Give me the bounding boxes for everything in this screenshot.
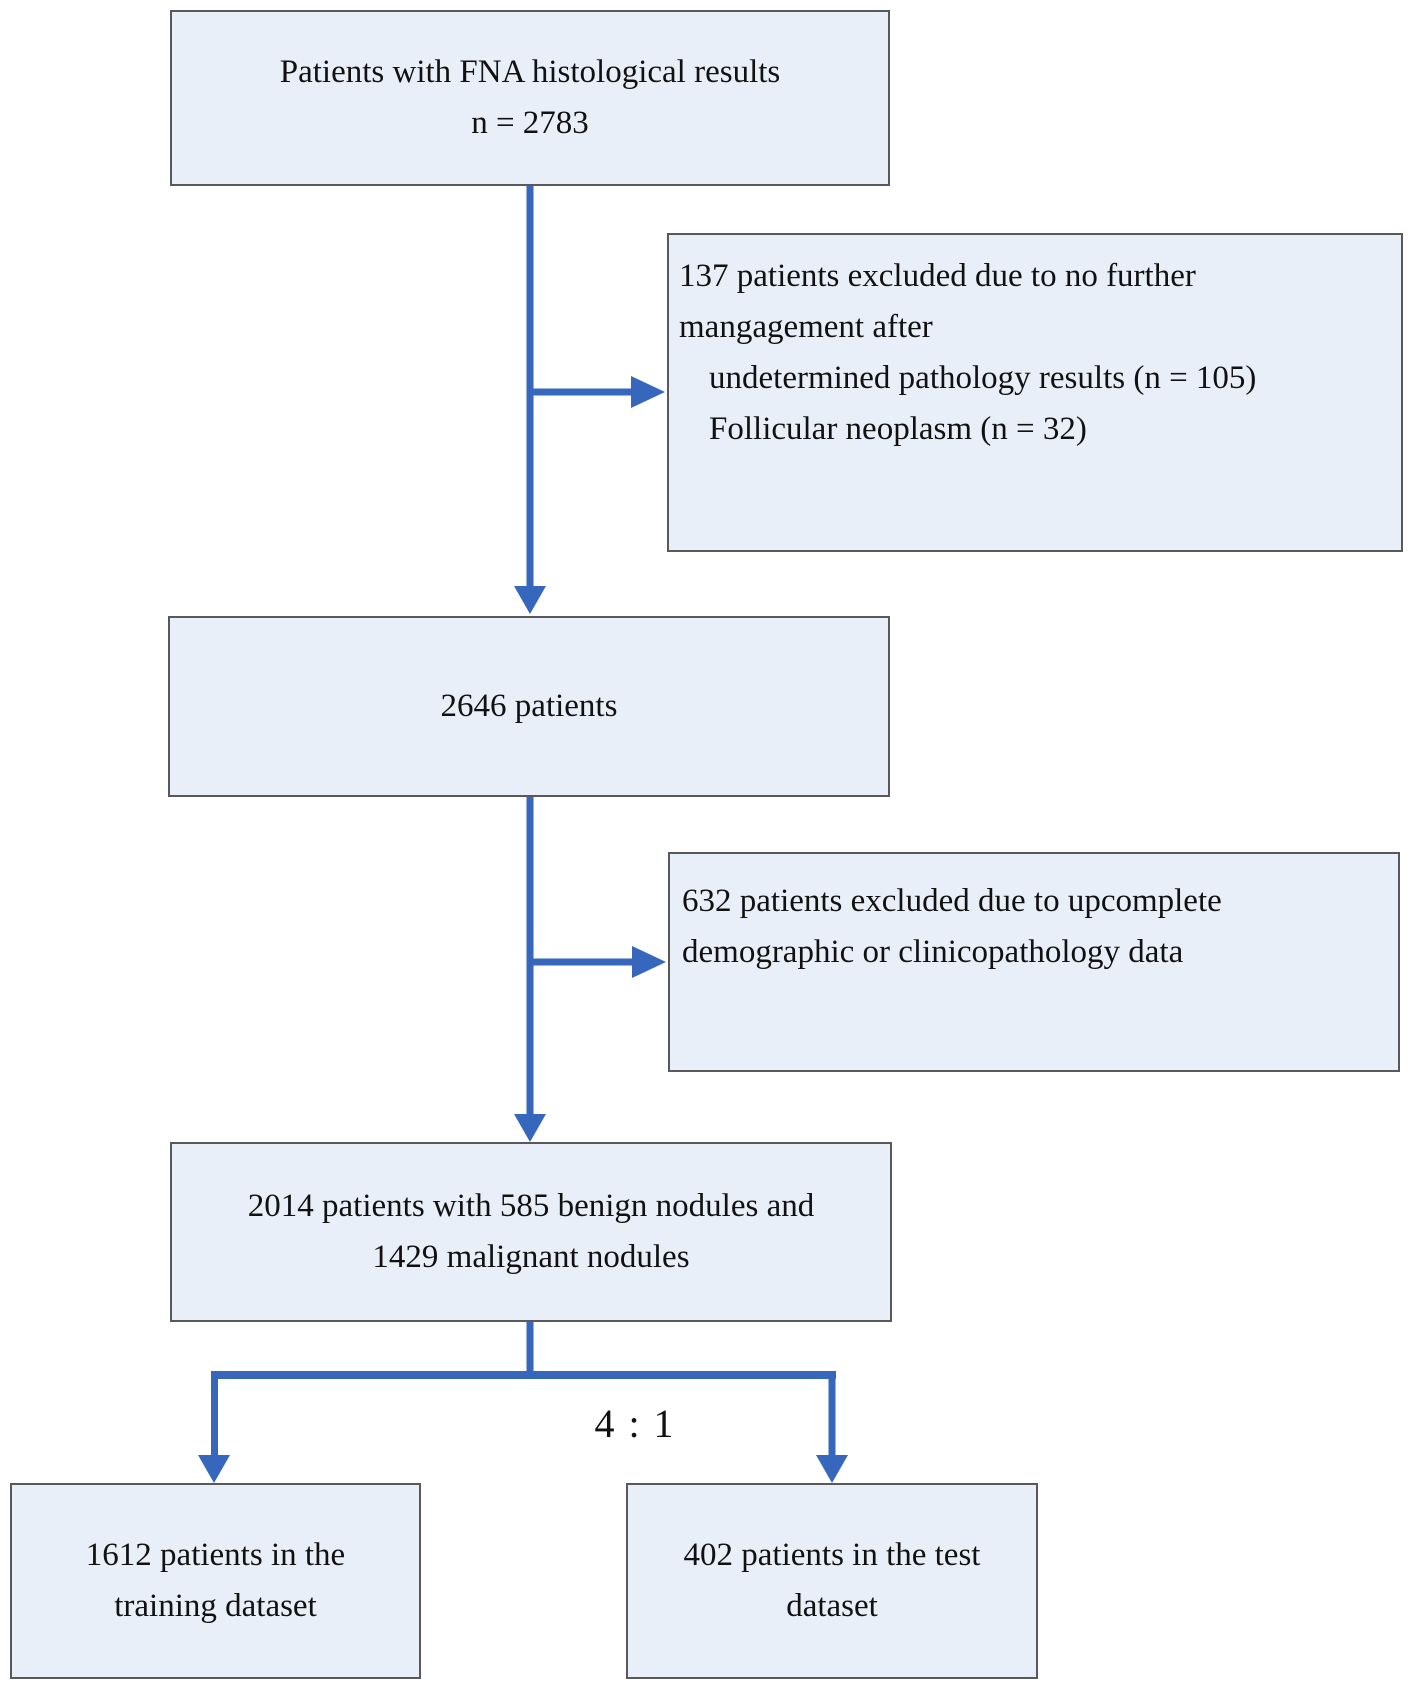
split-connector-bar (211, 1322, 836, 1379)
exclusion1-reason-follicular: Follicular neoplasm (n = 32) (709, 411, 1087, 448)
node-2014-patients-line1: 2014 patients with 585 benign nodules an… (247, 1187, 815, 1224)
test-dataset-line1: 402 patients in the test (683, 1536, 981, 1573)
node-2014-patients: 2014 patients with 585 benign nodules an… (170, 1142, 892, 1322)
arrow-to-training-dataset (198, 1371, 230, 1483)
training-dataset-line1: 1612 patients in the (85, 1536, 346, 1573)
node-fna-patients-line1: Patients with FNA histological results (279, 53, 781, 90)
exclusion1-reason-undetermined: undetermined pathology results (n = 105) (709, 360, 1257, 397)
arrow-to-test-dataset (816, 1371, 848, 1483)
exclusion2-line2: demographic or clinicopathology data (682, 934, 1184, 971)
arrow-branch-exclusion1 (530, 376, 665, 408)
training-dataset-line2: training dataset (114, 1588, 317, 1624)
arrow-branch-exclusion2 (530, 946, 666, 978)
node-exclusion-no-management: 137 patients excluded due to no further … (667, 233, 1403, 552)
node-training-dataset: 1612 patients in the training dataset (10, 1483, 421, 1679)
node-2646-patients: 2646 patients (168, 616, 890, 797)
node-2646-patients-label: 2646 patients (440, 687, 618, 724)
node-fna-patients-count: n = 2783 (471, 105, 589, 141)
node-test-dataset: 402 patients in the test dataset (626, 1483, 1038, 1679)
exclusion1-line1: 137 patients excluded due to no further (679, 258, 1196, 294)
node-exclusion-incomplete-data: 632 patients excluded due to upcomplete … (668, 852, 1400, 1072)
arrow-2646-to-2014 (514, 797, 546, 1142)
node-fna-patients: Patients with FNA histological results n… (170, 10, 890, 186)
node-2014-patients-line2: 1429 malignant nodules (372, 1239, 690, 1275)
exclusion1-line2: mangagement after (679, 309, 933, 346)
test-dataset-line2: dataset (786, 1588, 878, 1624)
exclusion2-line1: 632 patients excluded due to upcomplete (682, 883, 1222, 919)
split-ratio-label: 4 : 1 (594, 1401, 676, 1446)
arrow-top-to-2646 (514, 186, 546, 614)
